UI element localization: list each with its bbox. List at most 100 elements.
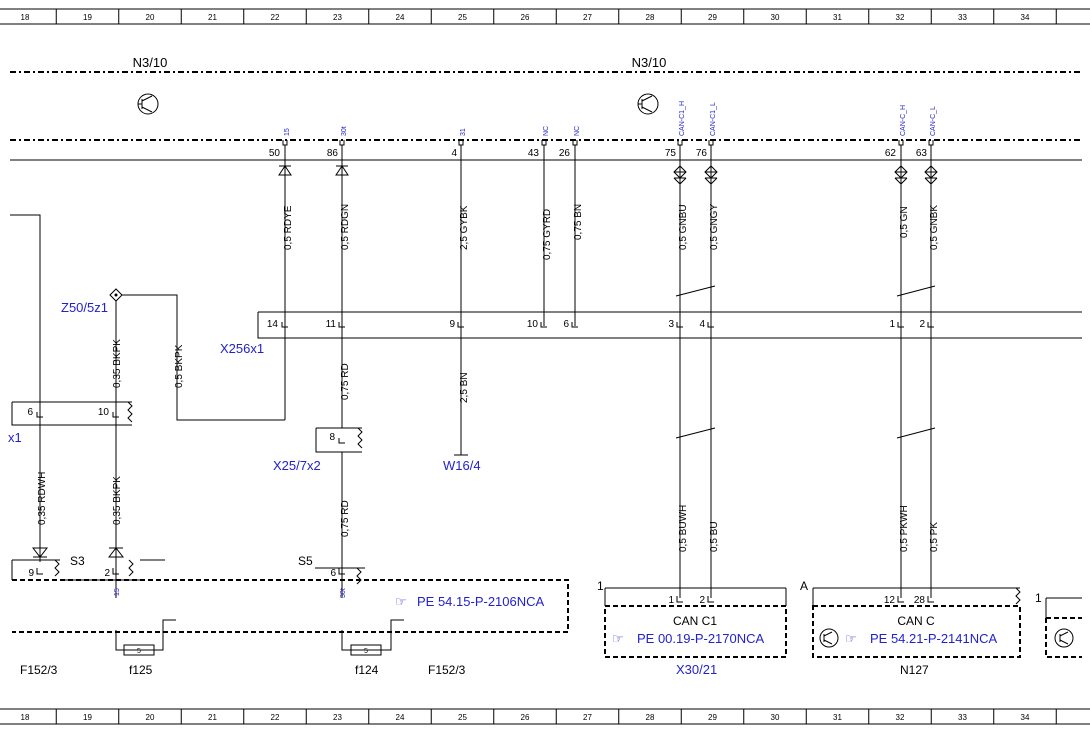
grid-number: 21 bbox=[208, 713, 217, 722]
bidirectional-icon bbox=[704, 165, 718, 185]
pe-reference-fuse[interactable]: ☞ PE 54.15-P-2106NCA bbox=[395, 594, 545, 609]
connector-label-x1: x1 bbox=[8, 430, 22, 445]
connector-x256x1: 14 11 9 10 6 3 4 1 2 bbox=[257, 311, 1082, 339]
svg-text:PE 54.15-P-2106NCA: PE 54.15-P-2106NCA bbox=[417, 594, 545, 609]
grid-number: 23 bbox=[333, 713, 342, 722]
grid-number: 19 bbox=[83, 13, 92, 22]
can-c-block: 12 28 CAN C bbox=[812, 587, 1021, 658]
pin-50: 15 50 bbox=[269, 128, 291, 159]
junction-label-z50: Z50/5z1 bbox=[61, 300, 108, 315]
grid-number: 34 bbox=[1021, 13, 1030, 22]
svg-text:11: 11 bbox=[326, 319, 337, 330]
svg-text:CAN-C1_L: CAN-C1_L bbox=[710, 102, 717, 136]
svg-text:5: 5 bbox=[137, 648, 141, 655]
grid-number: 27 bbox=[583, 713, 592, 722]
svg-text:76: 76 bbox=[696, 148, 708, 159]
svg-text:0,5 GN: 0,5 GN bbox=[899, 206, 910, 238]
svg-text:0,75 RD: 0,75 RD bbox=[340, 363, 351, 400]
connector-label-x25: X25/7x2 bbox=[273, 458, 321, 473]
hand-pointer-icon: ☞ bbox=[845, 631, 857, 646]
svg-text:0,5 GNBK: 0,5 GNBK bbox=[929, 205, 940, 250]
wire-lines bbox=[284, 145, 932, 598]
svg-text:26: 26 bbox=[559, 148, 571, 159]
svg-text:8: 8 bbox=[329, 432, 335, 443]
grid-number: 26 bbox=[521, 713, 530, 722]
svg-text:2,5 BN: 2,5 BN bbox=[459, 372, 470, 403]
svg-text:9: 9 bbox=[449, 319, 455, 330]
svg-text:62: 62 bbox=[885, 148, 897, 159]
svg-text:10: 10 bbox=[98, 407, 110, 418]
svg-text:0,5 BU: 0,5 BU bbox=[709, 521, 720, 552]
connector-label-x256x1: X256x1 bbox=[220, 341, 264, 356]
grid-number: 24 bbox=[396, 713, 405, 722]
svg-text:2: 2 bbox=[699, 595, 705, 606]
grid-number: 27 bbox=[583, 13, 592, 22]
grid-number: 23 bbox=[333, 13, 342, 22]
svg-text:0,35 RDWH: 0,35 RDWH bbox=[37, 472, 48, 525]
svg-text:3: 3 bbox=[668, 319, 674, 330]
fuse-f124: 5 bbox=[341, 619, 404, 656]
fuse-f125: 5 bbox=[115, 619, 176, 656]
svg-text:15: 15 bbox=[284, 128, 291, 136]
svg-text:6: 6 bbox=[27, 407, 33, 418]
pin-86: 30t 86 bbox=[327, 126, 348, 159]
svg-text:0,75 GYRD: 0,75 GYRD bbox=[542, 209, 553, 260]
svg-text:9: 9 bbox=[28, 568, 34, 579]
svg-text:6: 6 bbox=[330, 568, 336, 579]
marker-1-b: 1 bbox=[1035, 591, 1042, 605]
input-arrow-icon bbox=[335, 165, 349, 176]
svg-text:4: 4 bbox=[451, 148, 457, 159]
label-f124: f124 bbox=[355, 663, 379, 677]
svg-text:1: 1 bbox=[668, 595, 674, 606]
grid-number: 22 bbox=[271, 713, 280, 722]
label-f152-left: F152/3 bbox=[20, 663, 58, 677]
svg-text:2: 2 bbox=[919, 319, 925, 330]
svg-text:0,5 RDYE: 0,5 RDYE bbox=[283, 205, 294, 250]
pin-76: CAN-C1_L 76 bbox=[696, 102, 717, 159]
svg-text:15: 15 bbox=[114, 588, 121, 596]
svg-text:30t: 30t bbox=[340, 588, 347, 598]
pe-reference-can-c[interactable]: ☞ PE 54.21-P-2141NCA bbox=[845, 631, 998, 646]
svg-text:0,5 GNBU: 0,5 GNBU bbox=[678, 204, 689, 250]
svg-text:NC: NC bbox=[543, 126, 550, 136]
svg-text:CAN-C1_H: CAN-C1_H bbox=[679, 101, 686, 136]
wire-labels: 0,5 RDYE 0,5 RDGN 2,5 GYBK 0,75 GYRD 0,7… bbox=[37, 204, 940, 552]
grid-number: 31 bbox=[833, 713, 842, 722]
junction-z50 bbox=[109, 288, 285, 598]
svg-text:4: 4 bbox=[699, 319, 705, 330]
marker-a: A bbox=[800, 579, 808, 593]
bidirectional-icon bbox=[894, 165, 908, 185]
pin-63: CAN-C_L 63 bbox=[916, 106, 937, 159]
grid-number: 25 bbox=[458, 713, 467, 722]
svg-text:50: 50 bbox=[269, 148, 281, 159]
svg-text:NC: NC bbox=[574, 126, 581, 136]
svg-text:0,5 PK: 0,5 PK bbox=[929, 522, 940, 552]
label-x30-21: X30/21 bbox=[676, 662, 717, 677]
svg-text:2: 2 bbox=[104, 568, 110, 579]
label-s5: S5 bbox=[298, 554, 313, 568]
grid-number: 19 bbox=[83, 713, 92, 722]
bidirectional-icon bbox=[924, 165, 938, 185]
svg-text:31: 31 bbox=[460, 128, 467, 136]
svg-text:12: 12 bbox=[884, 595, 896, 606]
grid-number: 34 bbox=[1021, 713, 1030, 722]
grid-number: 29 bbox=[708, 13, 717, 22]
svg-text:10: 10 bbox=[527, 319, 539, 330]
grid-number: 30 bbox=[771, 13, 780, 22]
grid-number: 26 bbox=[521, 13, 530, 22]
svg-text:PE 00.19-P-2170NCA: PE 00.19-P-2170NCA bbox=[637, 631, 765, 646]
svg-text:2,5 GYBK: 2,5 GYBK bbox=[459, 205, 470, 250]
svg-text:86: 86 bbox=[327, 148, 339, 159]
grid-number: 25 bbox=[458, 13, 467, 22]
connector-x1: 6 10 bbox=[11, 401, 133, 426]
svg-text:0,35 BKPK: 0,35 BKPK bbox=[112, 476, 123, 525]
transistor-icon bbox=[637, 93, 659, 115]
label-f152-right: F152/3 bbox=[428, 663, 466, 677]
svg-text:0,35 BKPK: 0,35 BKPK bbox=[112, 339, 123, 388]
label-s3: S3 bbox=[70, 554, 85, 568]
pe-reference-can-c1[interactable]: ☞ PE 00.19-P-2170NCA bbox=[612, 631, 765, 646]
svg-text:30t: 30t bbox=[341, 126, 348, 136]
